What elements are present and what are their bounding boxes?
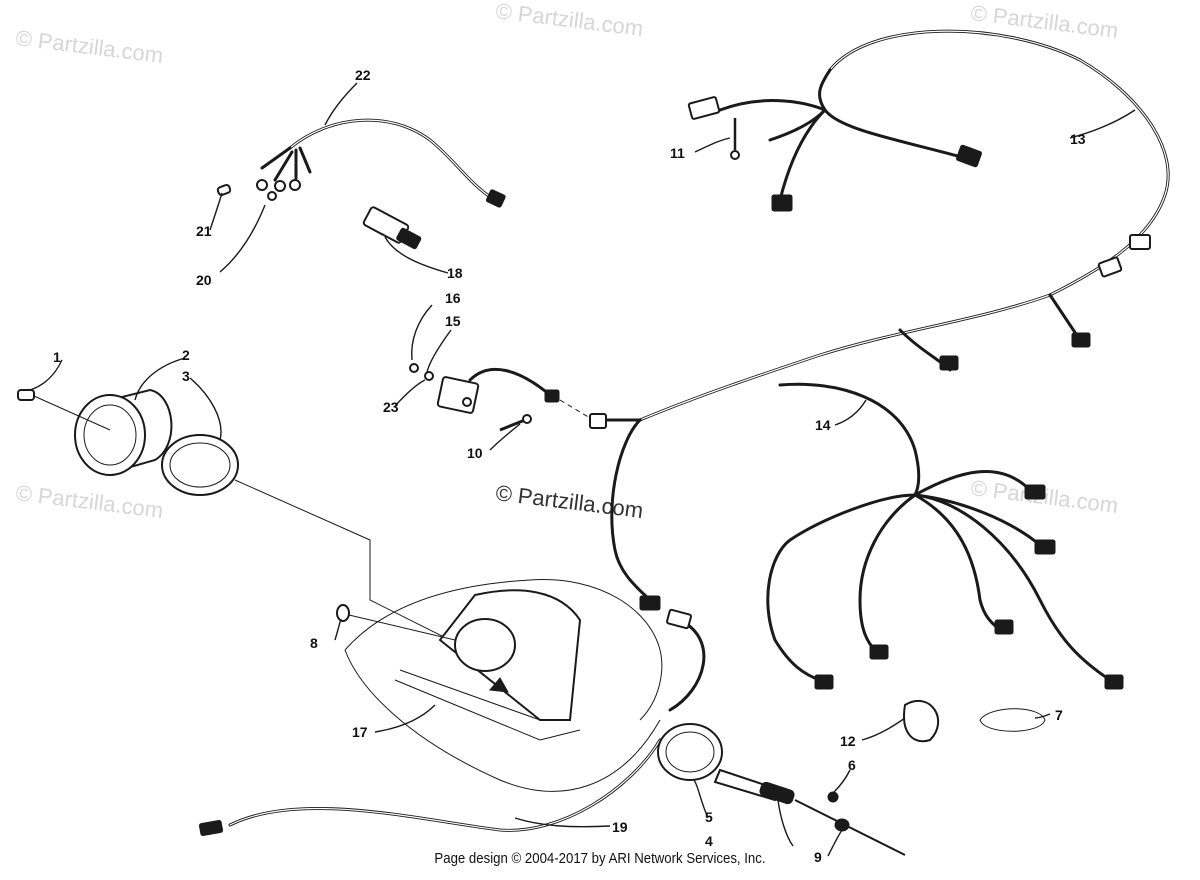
harness-14[interactable] [589, 293, 1124, 712]
clip-7[interactable] [979, 708, 1046, 732]
harness-22[interactable] [256, 118, 506, 208]
watermark-top-center: © Partzilla.com [494, 0, 644, 41]
ring-5[interactable] [657, 723, 723, 781]
callout-10: 10 [467, 445, 483, 461]
callout-11: 11 [670, 145, 685, 161]
gauge-2[interactable] [74, 388, 173, 476]
harness-19[interactable] [198, 738, 662, 837]
callout-14: 14 [815, 417, 831, 433]
ground-11[interactable] [730, 118, 740, 160]
nut-6[interactable] [827, 791, 839, 803]
callout-15: 15 [445, 313, 461, 329]
washer-16[interactable] [409, 363, 419, 373]
washer-23[interactable] [424, 371, 434, 381]
ring-3[interactable] [161, 434, 239, 496]
bulb-1[interactable] [17, 389, 35, 401]
clip-12[interactable] [903, 699, 940, 743]
callout-9: 9 [814, 849, 822, 865]
callout-4: 4 [705, 833, 713, 849]
callout-18: 18 [447, 265, 463, 281]
callout-6: 6 [848, 757, 856, 773]
assembly-line-plug [348, 614, 456, 641]
callout-21: 21 [196, 223, 212, 239]
callout-12: 12 [840, 733, 856, 749]
harness-13[interactable] [687, 29, 1170, 297]
callout-16: 16 [445, 290, 461, 306]
watermark-center: © Partzilla.com [494, 480, 644, 523]
callout-23: 23 [383, 399, 399, 415]
callout-2: 2 [182, 347, 190, 363]
callout-7: 7 [1055, 707, 1063, 723]
callout-8: 8 [310, 635, 318, 651]
page-footer: Page design © 2004-2017 by ARI Network S… [434, 850, 766, 867]
module-15[interactable] [436, 367, 560, 414]
dashboard-17[interactable] [344, 579, 663, 792]
watermark-top-left: © Partzilla.com [14, 25, 164, 68]
callout-1: 1 [53, 349, 61, 365]
nut-9[interactable] [834, 818, 850, 832]
connector-18[interactable] [362, 206, 422, 250]
cable-4[interactable] [713, 768, 906, 856]
screw-10[interactable] [499, 414, 532, 432]
leader-lines [29, 82, 1136, 857]
callout-5: 5 [705, 809, 713, 825]
callout-19: 19 [612, 819, 628, 835]
assembly-line-gauge [33, 395, 451, 641]
bulb-21[interactable] [216, 184, 232, 196]
callout-labels: 1 2 3 4 5 6 7 8 9 10 11 12 13 14 15 16 1… [53, 67, 1086, 865]
callout-22: 22 [355, 67, 371, 83]
callout-3: 3 [182, 368, 190, 384]
watermark-mid-left: © Partzilla.com [14, 480, 164, 523]
callout-20: 20 [196, 272, 212, 288]
callout-13: 13 [1070, 131, 1086, 147]
dashed-path [559, 399, 591, 419]
watermark-top-right: © Partzilla.com [969, 0, 1119, 43]
plug-8[interactable] [336, 604, 350, 622]
callout-17: 17 [352, 724, 368, 740]
